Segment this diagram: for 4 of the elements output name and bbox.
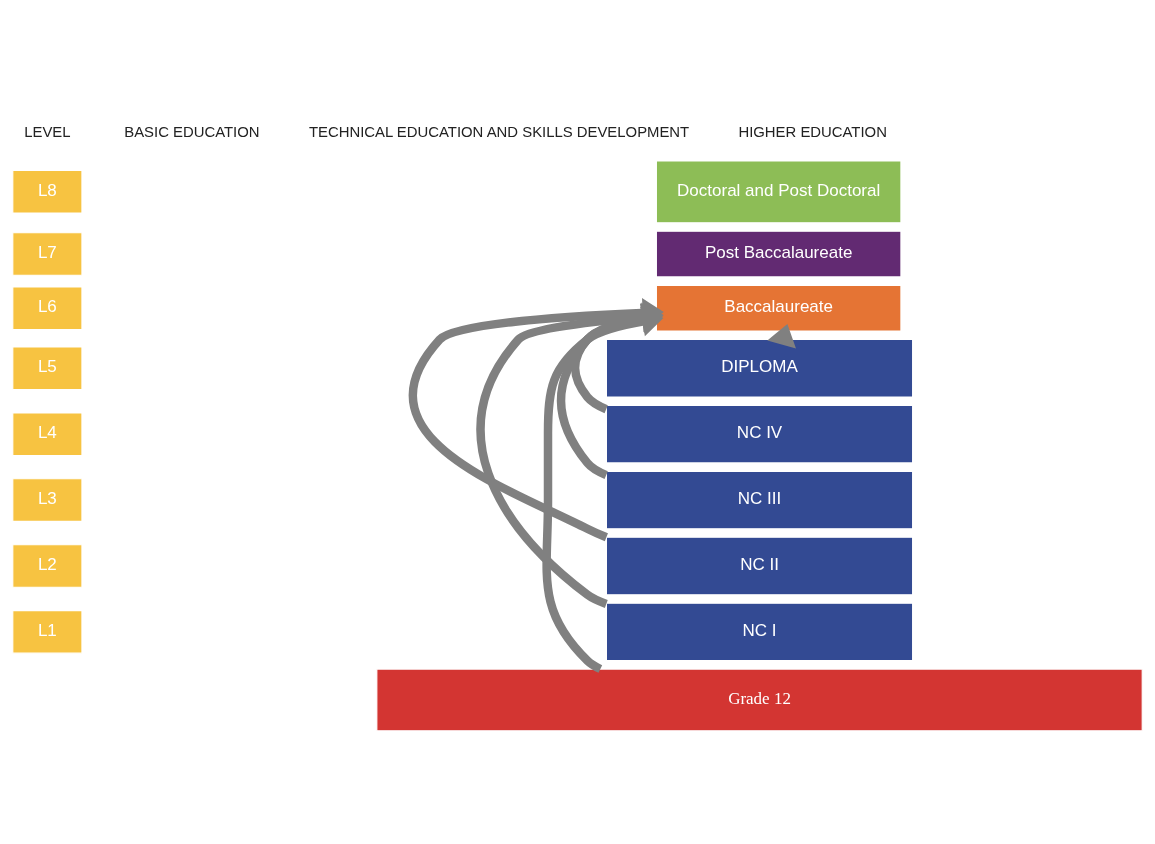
label: TECHNICAL EDUCATION AND SKILLS DEVELOPMENT (308, 123, 690, 140)
label: HIGHER EDUCATION (738, 123, 887, 140)
label: LEVEL (24, 123, 71, 140)
label: BASIC EDUCATION (124, 123, 260, 140)
